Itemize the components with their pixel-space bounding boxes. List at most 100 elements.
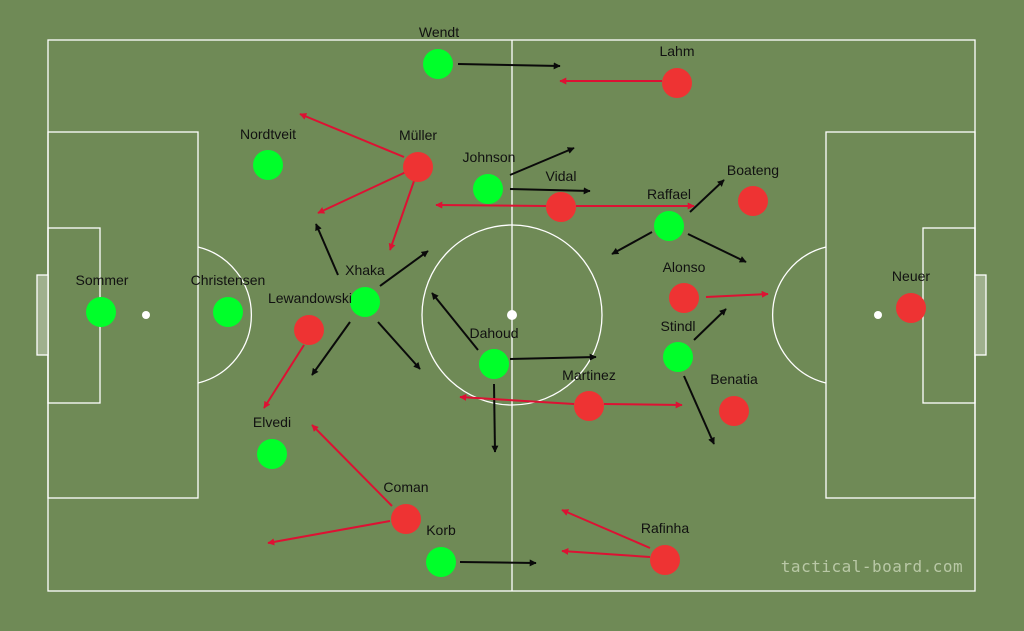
center-circle (421, 224, 603, 406)
player-benatia[interactable]: Benatia (710, 371, 758, 426)
player-marker[interactable] (294, 315, 324, 345)
player-label: Sommer (76, 272, 129, 288)
player-label: Wendt (419, 24, 459, 40)
arrow-raffael-up[interactable] (689, 179, 725, 213)
arrow-coman-left[interactable] (267, 520, 391, 546)
arrow-korb-run[interactable] (459, 559, 537, 567)
player-rafinha[interactable]: Rafinha (641, 520, 689, 575)
player-label: Alonso (663, 259, 706, 275)
arrow-alonso-run[interactable] (705, 290, 769, 298)
player-label: Martinez (562, 367, 616, 383)
arrow-muller-inside[interactable] (317, 171, 407, 214)
player-dahoud[interactable]: Dahoud (469, 325, 519, 379)
pitch-markings (36, 39, 987, 592)
player-label: Korb (426, 522, 456, 538)
player-lewandowski[interactable]: Lewandowski (268, 290, 352, 345)
player-label: Lewandowski (268, 290, 352, 306)
arrow-dahoud-down[interactable] (491, 383, 499, 453)
player-neuer[interactable]: Neuer (892, 268, 930, 323)
player-label: Elvedi (253, 414, 291, 430)
center-spot (507, 310, 517, 320)
player-label: Benatia (710, 371, 758, 387)
player-coman[interactable]: Coman (383, 479, 429, 534)
arrow-xhaka-downright[interactable] (377, 321, 421, 370)
player-marker[interactable] (473, 174, 503, 204)
arrow-stindl-down[interactable] (683, 375, 715, 445)
arrow-dahoud-back[interactable] (431, 292, 479, 351)
player-marker[interactable] (350, 287, 380, 317)
player-martinez[interactable]: Martinez (562, 367, 616, 421)
arrow-stindl-up[interactable] (693, 308, 727, 341)
player-christensen[interactable]: Christensen (191, 272, 266, 327)
player-label: Müller (399, 127, 437, 143)
player-marker[interactable] (546, 192, 576, 222)
arrow-muller-down[interactable] (388, 180, 415, 251)
player-label: Xhaka (345, 262, 385, 278)
player-label: Lahm (659, 43, 694, 59)
left-penalty-arc (197, 246, 252, 384)
arrow-coman-up[interactable] (311, 424, 393, 507)
arrow-rafinha-left[interactable] (561, 547, 651, 558)
player-marker[interactable] (654, 211, 684, 241)
player-label: Rafinha (641, 520, 689, 536)
player-marker[interactable] (479, 349, 509, 379)
player-marker[interactable] (391, 504, 421, 534)
player-boateng[interactable]: Boateng (727, 162, 779, 216)
player-label: Nordtveit (240, 126, 296, 142)
arrow-dahoud-forward[interactable] (509, 353, 597, 361)
player-johnson[interactable]: Johnson (463, 149, 516, 204)
player-marker[interactable] (719, 396, 749, 426)
player-vidal[interactable]: Vidal (546, 168, 577, 222)
player-marker[interactable] (738, 186, 768, 216)
player-raffael[interactable]: Raffael (647, 186, 691, 241)
player-marker[interactable] (426, 547, 456, 577)
arrow-raffael-back[interactable] (611, 231, 653, 255)
player-marker[interactable] (253, 150, 283, 180)
player-label: Vidal (546, 168, 577, 184)
player-sommer[interactable]: Sommer (76, 272, 129, 327)
player-marker[interactable] (423, 49, 453, 79)
arrow-wendt-run[interactable] (457, 62, 561, 70)
arrow-xhaka-up[interactable] (315, 223, 339, 276)
player-label: Raffael (647, 186, 691, 202)
player-lahm[interactable]: Lahm (659, 43, 695, 98)
arrow-rafinha-up[interactable] (561, 509, 651, 549)
player-marker[interactable] (663, 342, 693, 372)
arrow-martinez-right[interactable] (603, 401, 683, 409)
player-label: Dahoud (469, 325, 518, 341)
player-muller[interactable]: Müller (399, 127, 437, 182)
player-label: Coman (383, 479, 428, 495)
player-label: Neuer (892, 268, 930, 284)
player-marker[interactable] (662, 68, 692, 98)
player-stindl[interactable]: Stindl (660, 318, 696, 372)
arrow-johnson-across[interactable] (509, 187, 591, 195)
arrow-raffael-down[interactable] (687, 233, 747, 263)
player-alonso[interactable]: Alonso (663, 259, 706, 313)
player-marker[interactable] (403, 152, 433, 182)
arrow-lewandowski-down[interactable] (263, 344, 305, 409)
player-wendt[interactable]: Wendt (419, 24, 459, 79)
player-marker[interactable] (213, 297, 243, 327)
arrow-xhaka-downleft[interactable] (311, 321, 351, 376)
right-penalty-arc (772, 246, 827, 384)
player-label: Boateng (727, 162, 779, 178)
arrow-xhaka-upright[interactable] (379, 250, 429, 287)
player-nordtveit[interactable]: Nordtveit (240, 126, 296, 180)
player-marker[interactable] (574, 391, 604, 421)
arrow-martinez-left[interactable] (459, 393, 575, 405)
player-marker[interactable] (257, 439, 287, 469)
player-marker[interactable] (896, 293, 926, 323)
arrow-vidal-left[interactable] (435, 201, 547, 209)
player-marker[interactable] (669, 283, 699, 313)
home-arrows (311, 62, 747, 567)
away-team: Lahm Müller Vidal Boateng Alonso Neuer L… (268, 43, 930, 575)
player-korb[interactable]: Korb (426, 522, 456, 577)
player-xhaka[interactable]: Xhaka (345, 262, 385, 317)
player-elvedi[interactable]: Elvedi (253, 414, 291, 469)
player-marker[interactable] (650, 545, 680, 575)
arrow-muller-wide[interactable] (299, 113, 405, 158)
player-marker[interactable] (86, 297, 116, 327)
away-arrows (263, 77, 769, 558)
arrow-johnson-forward[interactable] (509, 147, 575, 176)
